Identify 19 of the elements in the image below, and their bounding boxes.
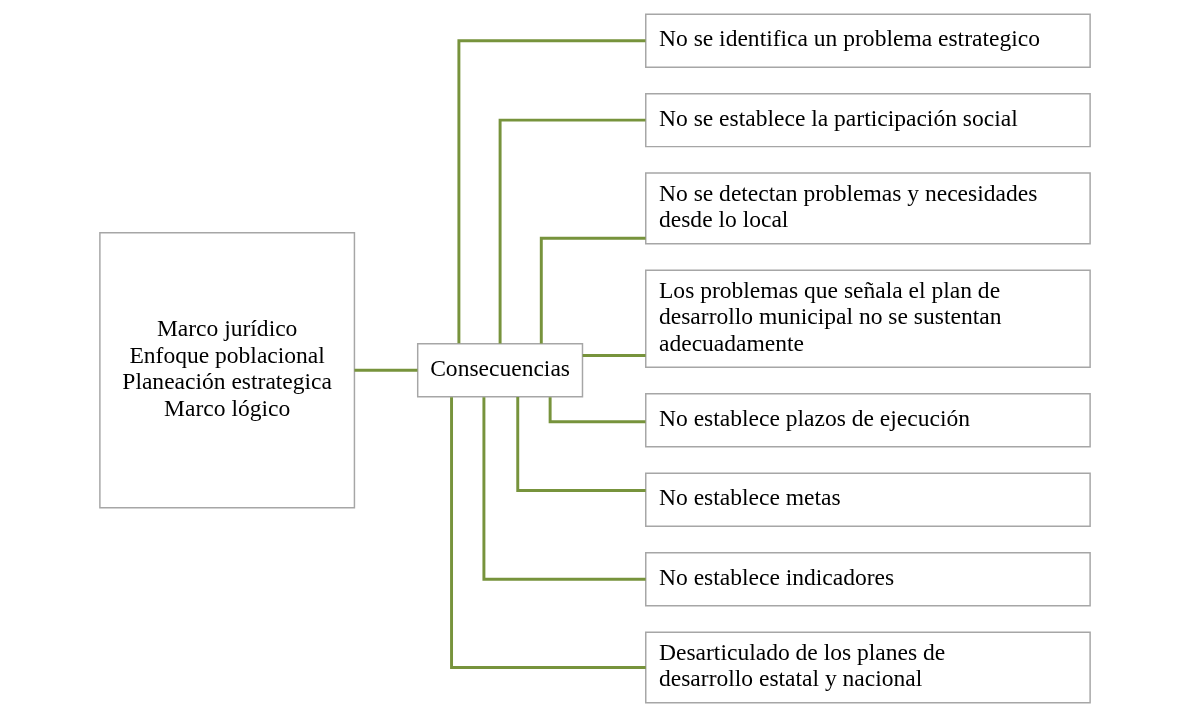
node-box: No establece metas xyxy=(644,472,1091,527)
node-box: No se establece la participación social xyxy=(644,92,1091,148)
connector xyxy=(498,118,645,344)
node-box: Marco jurídico Enfoque poblacional Planeación estrategica Marco lógico xyxy=(98,231,355,509)
connector xyxy=(449,397,646,669)
node-box: No establece plazos de ejecución xyxy=(644,393,1091,448)
connector xyxy=(582,354,646,358)
node-box: No establece indicadores xyxy=(644,552,1091,607)
connector xyxy=(548,397,645,424)
connector xyxy=(539,236,646,344)
node-box: Los problemas que señala el plan de desarrollo municipal no se sustentan adecuadamente xyxy=(644,269,1091,369)
connector xyxy=(515,396,646,493)
node-box: Desarticulado de los planes de desarrollo estatal y nacional xyxy=(644,631,1091,704)
node-box: No se identifica un problema estrategico xyxy=(644,13,1091,68)
connector xyxy=(481,397,646,581)
connector xyxy=(456,39,645,344)
node-box: Consecuencias xyxy=(416,343,583,398)
node-box: No se detectan problemas y necesidades desde lo local xyxy=(644,172,1091,245)
connector xyxy=(353,368,417,372)
